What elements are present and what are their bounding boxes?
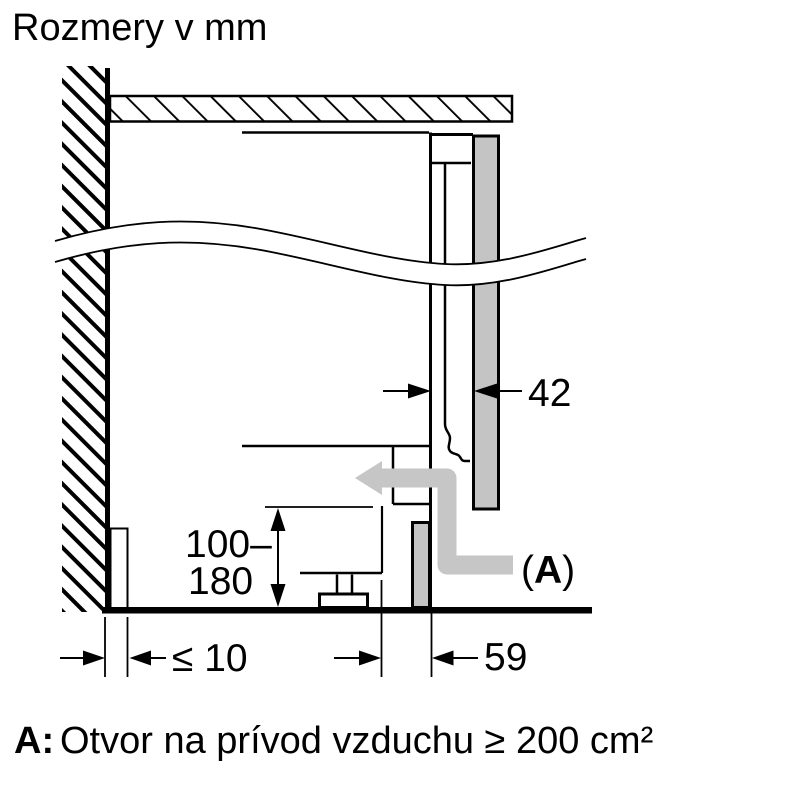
dim42-left-arrowhead bbox=[408, 383, 431, 399]
air-inlet-letter: A bbox=[534, 549, 562, 592]
extension-lines bbox=[104, 580, 433, 677]
airflow-arrowhead bbox=[355, 461, 382, 495]
dim10-right-arrowhead bbox=[129, 650, 151, 666]
air-inlet-label: (A) bbox=[521, 549, 575, 592]
plinth-panel bbox=[411, 521, 431, 609]
dim42-label: 42 bbox=[528, 372, 571, 415]
caption-text: Otvor na prívod vzduchu ≥ 200 cm² bbox=[60, 720, 653, 762]
dimension-plinth-recess: 59 bbox=[334, 636, 527, 679]
airflow-arrow-icon bbox=[355, 461, 513, 575]
dim42-right-arrowhead bbox=[474, 383, 497, 399]
dim10-label: ≤ 10 bbox=[172, 637, 248, 680]
wall bbox=[62, 66, 110, 612]
countertop bbox=[108, 94, 514, 123]
floor-line bbox=[102, 607, 592, 614]
door-break-squiggle bbox=[443, 423, 470, 463]
airflow-path bbox=[380, 468, 513, 575]
caption: A: Otvor na prívod vzduchu ≥ 200 cm² bbox=[14, 720, 653, 762]
dim-height-label-line1: 100– bbox=[185, 523, 272, 566]
dimension-door-thickness: 42 bbox=[383, 372, 571, 415]
dim59-right-arrowhead bbox=[432, 650, 454, 666]
air-inlet-close-paren: ) bbox=[562, 549, 575, 592]
dimension-wall-gap: ≤ 10 bbox=[60, 637, 248, 680]
dim-height-bottom-arrowhead bbox=[270, 584, 286, 607]
page-title: Rozmery v mm bbox=[12, 7, 267, 49]
dimension-plinth-height: 100– 180 bbox=[185, 506, 373, 607]
dim59-label: 59 bbox=[484, 636, 527, 679]
wall-hatch bbox=[62, 66, 106, 612]
break-curve-bottom bbox=[54, 241, 587, 287]
break-lines bbox=[54, 220, 587, 287]
dim-height-label-line2: 180 bbox=[188, 560, 253, 603]
caption-prefix: A: bbox=[14, 720, 54, 762]
wall-spacer-block bbox=[109, 527, 129, 609]
appliance-outline bbox=[109, 131, 473, 609]
break-curve-top bbox=[54, 220, 587, 266]
adjustable-foot bbox=[318, 592, 369, 609]
break-band-mask bbox=[55, 221, 586, 286]
furniture-door-panel bbox=[472, 134, 500, 511]
dim59-left-arrowhead bbox=[359, 650, 381, 666]
air-inlet-open-paren: ( bbox=[521, 549, 534, 592]
dim10-left-arrowhead bbox=[83, 650, 105, 666]
dim-height-top-arrowhead bbox=[270, 508, 286, 531]
